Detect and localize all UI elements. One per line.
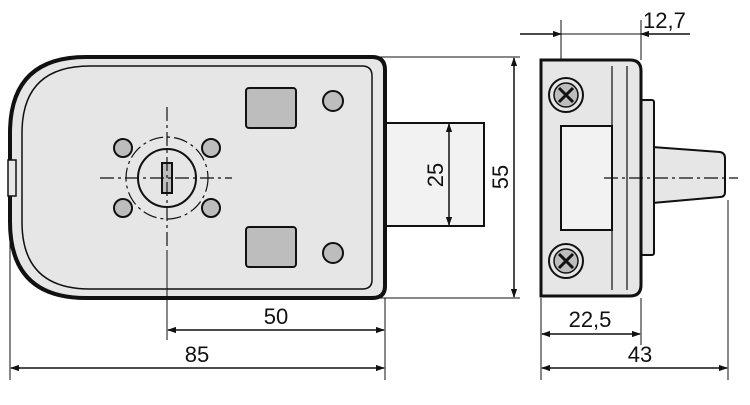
bolt xyxy=(374,122,485,227)
key-cylinder xyxy=(100,107,232,250)
keeper-side-view xyxy=(539,58,738,298)
dimension-50-label: 50 xyxy=(264,304,288,329)
side-notch xyxy=(7,159,17,197)
dimension-85-label: 85 xyxy=(185,342,209,367)
dimension-43-label: 43 xyxy=(628,342,652,367)
extension-lines xyxy=(9,56,520,380)
dimension-12-7-label: 12,7 xyxy=(643,8,686,33)
top-screw xyxy=(548,77,584,113)
dimension-25-label: 25 xyxy=(423,163,448,187)
upper-slot xyxy=(245,87,297,129)
upper-hole xyxy=(322,90,344,112)
dimension-22-5-label: 22,5 xyxy=(569,307,612,332)
lower-hole xyxy=(322,242,344,264)
keeper-pin xyxy=(651,145,726,205)
keeper-extension-lines xyxy=(540,20,729,380)
lower-slot xyxy=(245,226,297,268)
keeper-opening xyxy=(560,125,613,231)
dimension-25: 25 xyxy=(423,123,453,226)
lock-front-view xyxy=(7,55,485,300)
dimension-85: 85 xyxy=(10,342,385,372)
dimension-50: 50 xyxy=(167,304,385,334)
dimension-55-label: 55 xyxy=(488,165,513,189)
dimension-22-5: 22,5 xyxy=(541,307,641,338)
dimension-55: 55 xyxy=(488,57,518,298)
dimension-12-7: 12,7 xyxy=(520,8,690,38)
bottom-screw xyxy=(548,243,584,279)
dimension-43: 43 xyxy=(541,342,728,372)
lock-body-inner-edge xyxy=(21,65,373,290)
